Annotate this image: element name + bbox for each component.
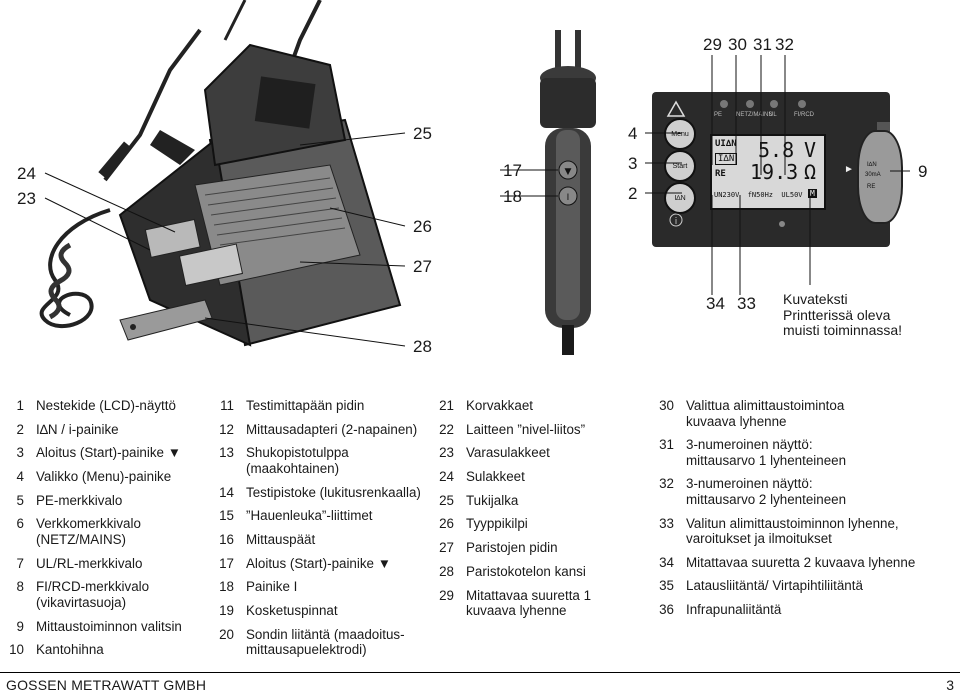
callout-17: 17: [503, 161, 522, 180]
dial-label-1: I∆N: [867, 162, 877, 168]
printer-note-line-3: muisti toiminnassa!: [783, 322, 903, 338]
right-leader-lines: [645, 55, 910, 295]
lcd-label-uin: UI∆N: [715, 139, 737, 149]
callout-24: 24: [17, 164, 36, 183]
callout-2: 2: [628, 184, 638, 203]
lcd-unit-1: V: [804, 138, 817, 162]
device-back-illustration: [39, 0, 406, 347]
function-dial[interactable]: [857, 130, 903, 224]
callout-23: 23: [17, 189, 36, 208]
page-footer: GOSSEN METRAWATT GMBH 3: [0, 672, 960, 695]
dial-arrow-icon: ►: [844, 164, 854, 175]
lcd-value-1: 5.8: [758, 138, 795, 162]
callout-4: 4: [628, 124, 638, 143]
callout-34: 34: [706, 294, 725, 313]
callout-3: 3: [628, 154, 638, 173]
footer-rule: [0, 672, 960, 673]
menu-button-label: Menu: [671, 130, 689, 138]
callout-9: 9: [918, 162, 928, 181]
printer-note: Kuvateksti Printterissä oleva muisti toi…: [783, 291, 903, 339]
callout-31: 31: [753, 35, 772, 54]
lcd-status-flag: M: [808, 189, 817, 198]
lcd-unit-2: Ω: [804, 160, 817, 184]
test-plug-illustration: ▼ I: [500, 30, 596, 355]
printer-note-line-1: Kuvateksti: [783, 291, 848, 307]
lcd-label-re: RE: [715, 169, 726, 179]
callout-33: 33: [737, 294, 756, 313]
callout-30: 30: [728, 35, 747, 54]
svg-text:▼: ▼: [565, 167, 572, 177]
page-number: 3: [946, 677, 954, 693]
legend-item-15: 15”Hauenleuka”-liittimet: [219, 508, 373, 524]
led-label-pe: PE: [714, 112, 723, 118]
start-button-label: Start: [672, 162, 688, 170]
callout-26: 26: [413, 217, 432, 236]
callout-32: 32: [775, 35, 794, 54]
lcd-value-2: 19.3: [750, 160, 799, 184]
svg-text:i: i: [675, 217, 678, 227]
dial-label-2: 30mA: [865, 172, 881, 178]
led-label-rcd: FI/RCD: [794, 112, 814, 118]
callout-25: 25: [413, 124, 432, 143]
lcd-display: UI∆N I∆N RE 5.8 V 19.3 Ω UN230V fN50Hz U…: [710, 134, 826, 210]
lcd-label-in: I∆N: [715, 153, 738, 165]
lcd-status-line: UN230V fN50Hz UL50V: [714, 191, 803, 199]
callout-29: 29: [703, 35, 722, 54]
led-label-ul: UL: [769, 112, 777, 118]
footer-brand: GOSSEN METRAWATT GMBH: [6, 677, 207, 693]
callout-18: 18: [503, 187, 522, 206]
callout-27: 27: [413, 257, 432, 276]
menu-button[interactable]: Menu: [664, 118, 696, 150]
dial-label-3: RE: [867, 184, 876, 190]
i-delta-n-button-label: I∆N: [674, 194, 686, 202]
i-delta-n-button[interactable]: I∆N: [664, 182, 696, 214]
start-button[interactable]: Start: [664, 150, 696, 182]
printer-note-line-2: Printterissä oleva: [783, 306, 891, 323]
led-label-mains: NETZ/MAINS: [736, 112, 773, 118]
svg-text:I: I: [567, 193, 570, 203]
callout-28: 28: [413, 337, 432, 356]
